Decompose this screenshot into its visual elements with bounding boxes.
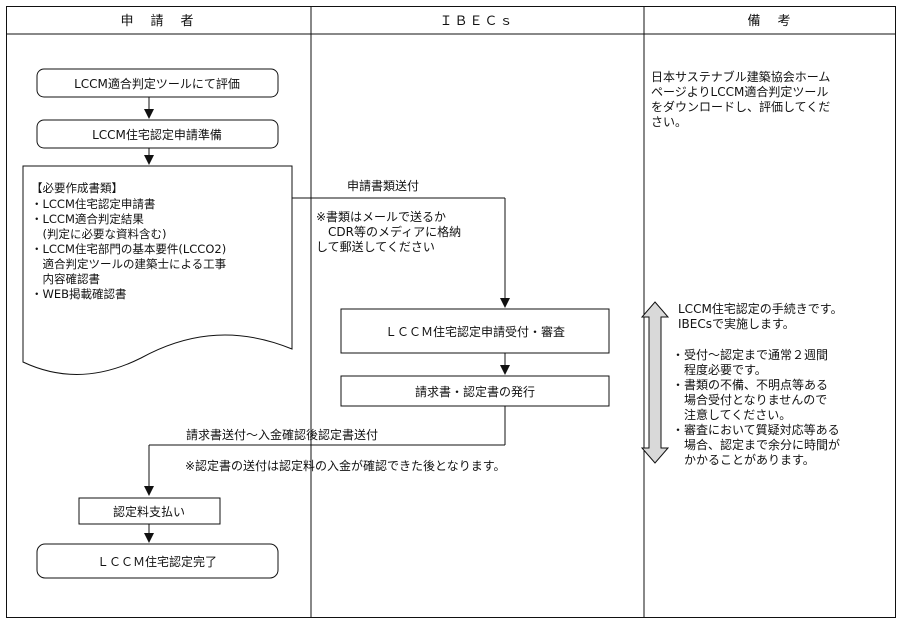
document-item-4: ・LCCM住宅部門の基本要件(LCCO2) bbox=[31, 242, 226, 256]
period-double-arrow-icon bbox=[640, 301, 670, 464]
remark-download-line-1: 日本サステナブル建築協会ホーム bbox=[651, 69, 830, 84]
document-item-3: (判定に必要な資料含む) bbox=[31, 227, 166, 241]
step-payment-label: 認定料支払い bbox=[113, 504, 185, 519]
remark-procedure-line-1: LCCM住宅認定の手続きです。 bbox=[678, 301, 843, 316]
document-item-2: ・LCCM適合判定結果 bbox=[31, 212, 144, 226]
header-ibecs: ＩＢＥＣｓ bbox=[439, 14, 514, 29]
step-issue-box bbox=[340, 375, 610, 407]
step-evaluate-label: LCCM適合判定ツールにて評価 bbox=[74, 76, 240, 91]
remark-download-line-3: をダウンロードし、評価してくだ bbox=[651, 99, 830, 114]
remark-bullet-line-1: ・受付～認定まで通常２週間 bbox=[672, 347, 828, 362]
send-docs-label: 申請書類送付 bbox=[347, 178, 419, 193]
header-remarks: 備 考 bbox=[747, 13, 792, 29]
send-note-line-2: CDR等のメディアに格納 bbox=[316, 224, 461, 239]
flowchart-frame: 申 請 者 ＩＢＥＣｓ 備 考 LCCM適合判定ツールにて評価 LCCM住宅認定… bbox=[6, 6, 896, 618]
invoice-send-label: 請求書送付～入金確認後認定書送付 bbox=[186, 427, 378, 442]
step-complete-label: ＬＣＣＭ住宅認定完了 bbox=[97, 554, 217, 569]
step-receive-review-box bbox=[340, 308, 610, 354]
step-complete-box bbox=[36, 543, 279, 579]
step-payment-box bbox=[78, 497, 221, 525]
document-item-1: ・LCCM住宅認定申請書 bbox=[31, 197, 155, 211]
documents-shape bbox=[22, 165, 293, 375]
remark-bullet-line-2: 程度必要です。 bbox=[672, 362, 767, 377]
remark-download-line-4: さい。 bbox=[651, 115, 687, 129]
remark-procedure-line-2: IBECsで実施します。 bbox=[678, 316, 795, 331]
step-prepare-box bbox=[36, 119, 279, 149]
step-prepare-label: LCCM住宅認定申請準備 bbox=[92, 127, 222, 142]
document-item-5: 適合判定ツールの建築士による工事 bbox=[31, 257, 226, 271]
invoice-note: ※認定書の送付は認定料の入金が確認できた後となります。 bbox=[185, 458, 506, 473]
remark-bullet-line-8: かかることがあります。 bbox=[672, 452, 815, 467]
table-border bbox=[6, 6, 896, 618]
send-note-line-1: ※書類はメールで送るか bbox=[316, 209, 446, 224]
flowchart-diagram: 申 請 者 ＩＢＥＣｓ 備 考 LCCM適合判定ツールにて評価 LCCM住宅認定… bbox=[6, 6, 896, 618]
remark-download-line-2: ページよりLCCM適合判定ツール bbox=[651, 84, 828, 99]
remark-bullet-line-6: ・審査において質疑対応等ある bbox=[672, 422, 840, 437]
remark-bullet-line-3: ・書類の不備、不明点等ある bbox=[672, 377, 828, 392]
document-item-7: ・WEB掲載確認書 bbox=[31, 287, 127, 301]
remark-bullet-line-7: 場合、認定まで余分に時間が bbox=[672, 437, 840, 452]
remark-bullet-line-4: 場合受付となりませんので bbox=[672, 392, 827, 407]
remark-bullet-line-5: 注意してください。 bbox=[672, 407, 791, 422]
send-note-line-3: して郵送してください bbox=[316, 239, 435, 254]
step-issue-label: 請求書・認定書の発行 bbox=[415, 384, 535, 399]
document-item-6: 内容確認書 bbox=[31, 272, 100, 286]
documents-heading: 【必要作成書類】 bbox=[31, 181, 123, 195]
header-applicant: 申 請 者 bbox=[120, 14, 195, 29]
step-evaluate-box bbox=[36, 68, 279, 98]
step-receive-review-label: ＬＣＣＭ住宅認定申請受付・審査 bbox=[385, 324, 565, 339]
